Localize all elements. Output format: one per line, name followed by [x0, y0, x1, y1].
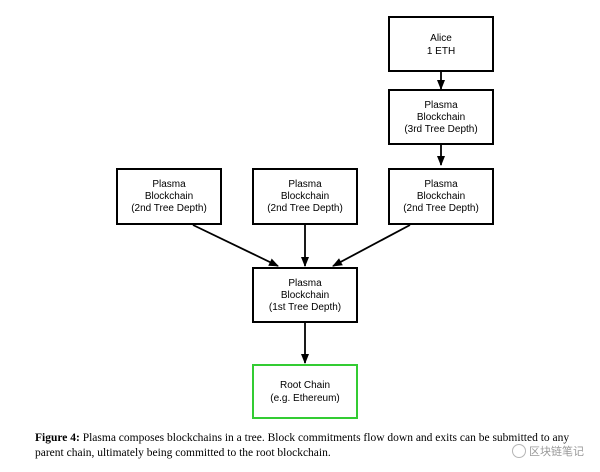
node-depth2-b-line-1: Plasma: [288, 179, 322, 190]
wechat-logo-icon: [512, 444, 526, 458]
node-alice-line-1: Alice: [430, 33, 452, 44]
figure-caption-text: Plasma composes blockchains in a tree. B…: [35, 432, 570, 459]
node-alice-line-2: 1 ETH: [427, 46, 455, 57]
node-depth2-a-line-2: Blockchain: [145, 191, 193, 202]
node-depth2-b-line-3: (2nd Tree Depth): [267, 203, 343, 214]
watermark-text: 区块链笔记: [529, 445, 584, 458]
node-alice: Alice 1 ETH: [388, 16, 494, 72]
watermark: 区块链笔记: [512, 443, 584, 459]
node-depth2-c-line-3: (2nd Tree Depth): [403, 203, 479, 214]
node-depth3-line-1: Plasma: [424, 100, 458, 111]
node-depth2-a: Plasma Blockchain (2nd Tree Depth): [116, 168, 222, 225]
node-root-line-2: (e.g. Ethereum): [270, 393, 339, 404]
node-depth3: Plasma Blockchain (3rd Tree Depth): [388, 89, 494, 145]
figure-caption: Figure 4: Plasma composes blockchains in…: [35, 431, 590, 461]
figure-label: Figure 4:: [35, 432, 80, 444]
node-root-line-1: Root Chain: [280, 380, 330, 391]
node-depth2-c-line-2: Blockchain: [417, 191, 465, 202]
node-depth2-b: Plasma Blockchain (2nd Tree Depth): [252, 168, 358, 225]
edge-depth2-a-to-depth1: [192, 224, 279, 267]
node-depth2-b-line-2: Blockchain: [281, 191, 329, 202]
node-depth1-line-3: (1st Tree Depth): [269, 302, 341, 313]
node-depth2-a-line-3: (2nd Tree Depth): [131, 203, 207, 214]
edge-depth2-c-to-depth1: [332, 224, 411, 267]
node-depth3-line-2: Blockchain: [417, 112, 465, 123]
node-depth3-line-3: (3rd Tree Depth): [404, 124, 477, 135]
node-depth1-line-1: Plasma: [288, 278, 322, 289]
node-depth1-line-2: Blockchain: [281, 290, 329, 301]
node-depth2-c: Plasma Blockchain (2nd Tree Depth): [388, 168, 494, 225]
node-root-chain: Root Chain (e.g. Ethereum): [252, 364, 358, 419]
node-depth2-c-line-1: Plasma: [424, 179, 458, 190]
node-depth2-a-line-1: Plasma: [152, 179, 186, 190]
node-depth1: Plasma Blockchain (1st Tree Depth): [252, 267, 358, 323]
edges: [192, 72, 445, 364]
